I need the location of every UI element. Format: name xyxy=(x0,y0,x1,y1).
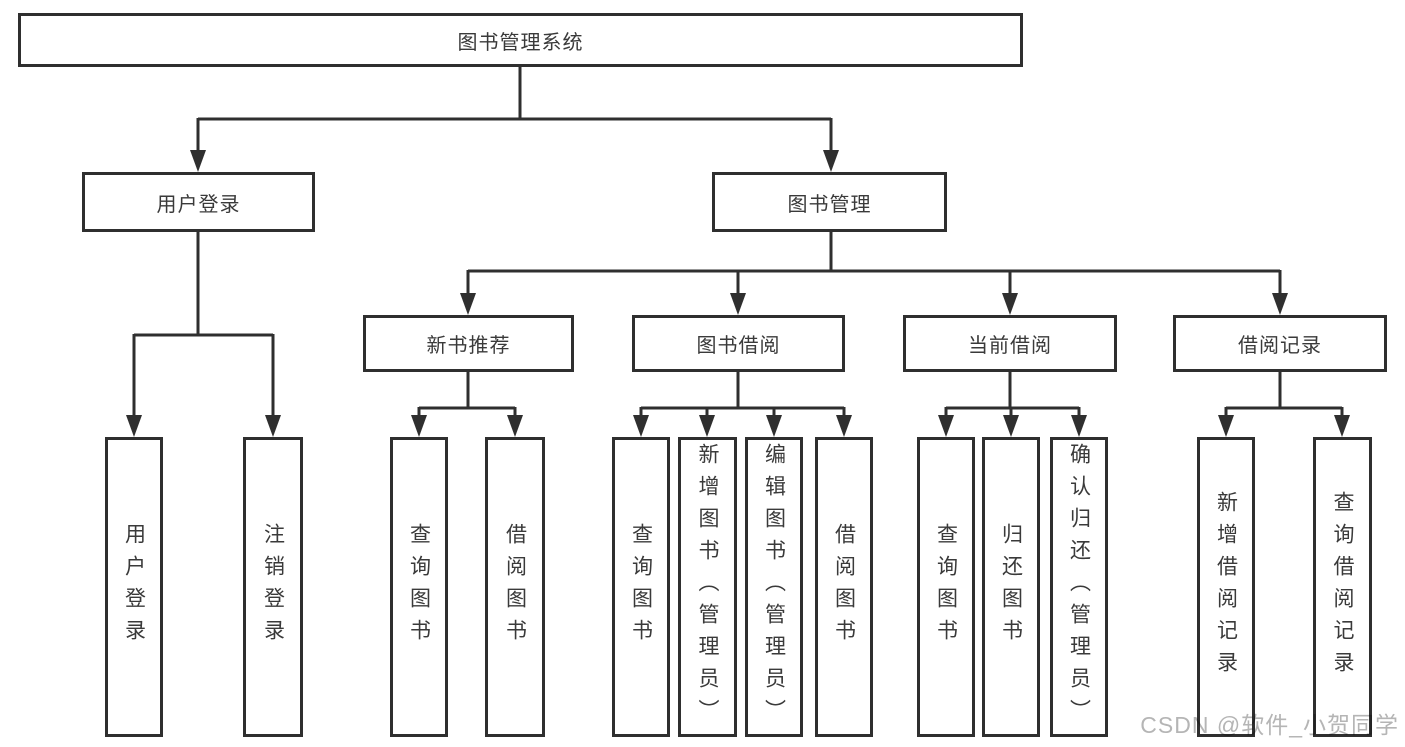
node-leaf-br-add-record-label: 新增借阅记录 xyxy=(1214,491,1238,683)
edges-book-mgmt-to-level3 xyxy=(460,232,1288,315)
edges-book-borrow-to-leaves xyxy=(633,372,852,437)
node-leaf-logout: 注销登录 xyxy=(243,437,303,737)
node-root-label: 图书管理系统 xyxy=(457,31,584,54)
node-user-login-label: 用户登录 xyxy=(156,193,241,216)
node-leaf-bb-borrow-books: 借阅图书 xyxy=(815,437,873,737)
node-leaf-rec-query-books: 查询图书 xyxy=(390,437,448,737)
node-leaf-user-login-label: 用户登录 xyxy=(122,523,146,651)
node-book-borrow-label: 图书借阅 xyxy=(696,335,781,357)
node-book-borrow: 图书借阅 xyxy=(632,315,845,372)
node-leaf-cb-confirm-return-label: 确认归还（管理员） xyxy=(1067,443,1091,731)
node-leaf-cb-confirm-return: 确认归还（管理员） xyxy=(1050,437,1108,737)
edges-user-login-to-leaves xyxy=(126,232,281,437)
node-borrow-records: 借阅记录 xyxy=(1173,315,1387,372)
node-leaf-cb-return-books-label: 归还图书 xyxy=(999,523,1023,651)
edges-new-book-rec-to-leaves xyxy=(411,372,523,437)
edges-current-borrow-to-leaves xyxy=(938,372,1087,437)
node-leaf-rec-query-books-label: 查询图书 xyxy=(407,523,431,651)
node-leaf-cb-query-books-label: 查询图书 xyxy=(934,523,958,651)
node-book-mgmt-label: 图书管理 xyxy=(787,193,872,216)
node-borrow-records-label: 借阅记录 xyxy=(1238,335,1322,357)
watermark: CSDN @软件_小贺同学 xyxy=(1140,712,1399,738)
node-leaf-bb-add-books-label: 新增图书（管理员） xyxy=(696,443,719,731)
node-book-mgmt: 图书管理 xyxy=(712,172,947,232)
node-leaf-bb-query-books-label: 查询图书 xyxy=(629,523,653,651)
edges-root-to-level2 xyxy=(190,67,839,172)
edges-borrow-records-to-leaves xyxy=(1218,372,1350,437)
node-leaf-br-query-record-label: 查询借阅记录 xyxy=(1331,491,1354,683)
node-leaf-rec-borrow-books-label: 借阅图书 xyxy=(503,523,527,651)
node-leaf-logout-label: 注销登录 xyxy=(261,523,285,651)
node-current-borrow-label: 当前借阅 xyxy=(968,335,1052,357)
node-leaf-bb-borrow-books-label: 借阅图书 xyxy=(832,523,856,651)
node-leaf-br-add-record: 新增借阅记录 xyxy=(1197,437,1255,737)
node-new-book-rec: 新书推荐 xyxy=(363,315,574,372)
node-leaf-user-login: 用户登录 xyxy=(105,437,163,737)
node-leaf-cb-return-books: 归还图书 xyxy=(982,437,1040,737)
node-user-login: 用户登录 xyxy=(82,172,315,232)
node-leaf-bb-add-books: 新增图书（管理员） xyxy=(678,437,737,737)
node-new-book-rec-label: 新书推荐 xyxy=(426,335,511,357)
node-leaf-bb-edit-books-label: 编辑图书（管理员） xyxy=(762,443,786,731)
node-root: 图书管理系统 xyxy=(18,13,1023,67)
node-leaf-rec-borrow-books: 借阅图书 xyxy=(485,437,545,737)
node-current-borrow: 当前借阅 xyxy=(903,315,1117,372)
node-leaf-cb-query-books: 查询图书 xyxy=(917,437,975,737)
node-leaf-bb-query-books: 查询图书 xyxy=(612,437,670,737)
node-leaf-bb-edit-books: 编辑图书（管理员） xyxy=(745,437,803,737)
node-leaf-br-query-record: 查询借阅记录 xyxy=(1313,437,1372,737)
